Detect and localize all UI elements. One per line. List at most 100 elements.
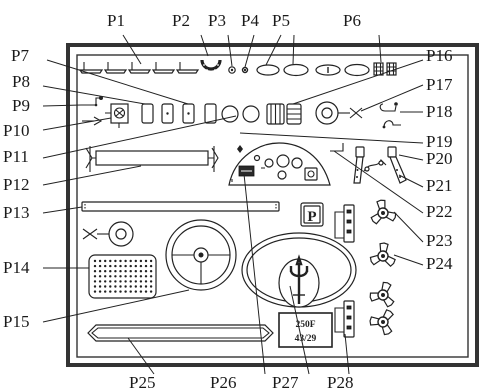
label-p25: P25 bbox=[129, 373, 155, 392]
part-hinge-upper bbox=[334, 204, 355, 243]
label-p23: P23 bbox=[426, 231, 452, 250]
grille-dot bbox=[144, 264, 148, 268]
grille-dot bbox=[93, 264, 97, 268]
grille-dot bbox=[124, 259, 127, 263]
label-p6: P6 bbox=[343, 11, 361, 30]
label-p9: P9 bbox=[12, 96, 30, 115]
part-p9-bracket bbox=[81, 96, 103, 107]
plate-line1: 250F bbox=[295, 320, 315, 330]
spinner-nut bbox=[369, 281, 395, 308]
grille-dot bbox=[129, 290, 132, 293]
part-p10-mirror bbox=[82, 103, 129, 128]
label-p18: P18 bbox=[426, 102, 452, 121]
grille-dot bbox=[114, 280, 117, 283]
grille-dot bbox=[104, 275, 107, 278]
grille-dot bbox=[114, 264, 117, 268]
grille-dot bbox=[109, 285, 112, 288]
label-p7: P7 bbox=[11, 46, 29, 65]
grille-dot bbox=[119, 290, 122, 293]
parking-sign-letter: P bbox=[307, 209, 316, 225]
label-p26: P26 bbox=[210, 373, 236, 392]
label-p15: P15 bbox=[3, 312, 29, 331]
grille-dot bbox=[129, 280, 132, 283]
grille-dot bbox=[144, 259, 148, 263]
grille-dot bbox=[134, 275, 137, 278]
grille-dot bbox=[114, 285, 117, 288]
grille-dot bbox=[98, 285, 102, 288]
grille-dot bbox=[139, 280, 143, 283]
grille-dot bbox=[134, 259, 137, 263]
grille-dot bbox=[93, 275, 97, 278]
grille-dot bbox=[134, 290, 137, 293]
part-p19-knob bbox=[237, 145, 243, 153]
label-p28: P28 bbox=[327, 373, 353, 392]
part-hub-ring bbox=[82, 221, 134, 247]
grille-dot bbox=[119, 264, 122, 268]
grille-dot bbox=[93, 280, 97, 283]
grille-dot bbox=[104, 270, 107, 273]
part-p14-grille bbox=[88, 254, 157, 299]
label-p13: P13 bbox=[3, 203, 29, 222]
grille-dot bbox=[129, 285, 132, 288]
part-p4-oval bbox=[256, 64, 280, 76]
part-p22-lever bbox=[330, 143, 344, 152]
label-p1: P1 bbox=[107, 11, 125, 30]
grille-dot bbox=[139, 270, 143, 273]
part-p17-mirror-arm bbox=[315, 101, 363, 125]
grille-dot bbox=[134, 264, 137, 268]
grille-dot bbox=[139, 264, 143, 268]
grille-dot bbox=[104, 290, 107, 293]
grille-dot bbox=[134, 280, 137, 283]
label-p2: P2 bbox=[172, 11, 190, 30]
grille-dot bbox=[98, 259, 102, 263]
grille-dot bbox=[104, 280, 107, 283]
grille-dot bbox=[119, 270, 122, 273]
label-p24: P24 bbox=[426, 254, 453, 273]
grille-dot bbox=[98, 264, 102, 268]
part-p18-hooks bbox=[379, 102, 401, 129]
grille-dot bbox=[93, 259, 97, 263]
grille-dot bbox=[119, 275, 122, 278]
grille-dot bbox=[93, 285, 97, 288]
grille-dot bbox=[119, 280, 122, 283]
grille-dot bbox=[93, 290, 97, 293]
grille-dot bbox=[139, 275, 143, 278]
part-p21-linkage bbox=[363, 159, 387, 172]
leader-lines bbox=[42, 34, 424, 375]
part-p27-emblem bbox=[241, 232, 357, 308]
label-p16: P16 bbox=[426, 46, 452, 65]
part-p28-number-plate: 250F 43/29 bbox=[278, 312, 333, 348]
grille-dot bbox=[114, 275, 117, 278]
sheet-frame bbox=[66, 43, 479, 367]
grille-dot bbox=[129, 264, 132, 268]
grille-dot bbox=[98, 270, 102, 273]
label-p19: P19 bbox=[426, 132, 452, 151]
part-p13-strip bbox=[81, 201, 280, 212]
parking-sign: P bbox=[300, 202, 324, 227]
grille-dot bbox=[104, 264, 107, 268]
part-p11-discs bbox=[221, 105, 260, 123]
grille-dot bbox=[98, 280, 102, 283]
grille-dot bbox=[139, 285, 143, 288]
grille-dot bbox=[129, 270, 132, 273]
grille-dot bbox=[149, 270, 153, 273]
label-p14: P14 bbox=[3, 258, 30, 277]
grille-dot bbox=[104, 259, 107, 263]
grille-dot bbox=[109, 275, 112, 278]
grille-dot bbox=[109, 264, 112, 268]
part-p8-blocks bbox=[141, 103, 217, 124]
grille-dot bbox=[109, 270, 112, 273]
part-oval-pair bbox=[315, 63, 370, 77]
spinner-nut bbox=[369, 242, 396, 267]
grille-dot bbox=[149, 280, 153, 283]
part-p24-spinners bbox=[369, 199, 397, 336]
label-p20: P20 bbox=[426, 149, 452, 168]
grille-dot bbox=[104, 285, 107, 288]
label-p12: P12 bbox=[3, 175, 29, 194]
grille-dot bbox=[134, 285, 137, 288]
grille-dot bbox=[114, 259, 117, 263]
part-p2-horseshoe bbox=[200, 59, 222, 71]
grille-dot bbox=[124, 290, 127, 293]
grille-dot bbox=[144, 280, 148, 283]
